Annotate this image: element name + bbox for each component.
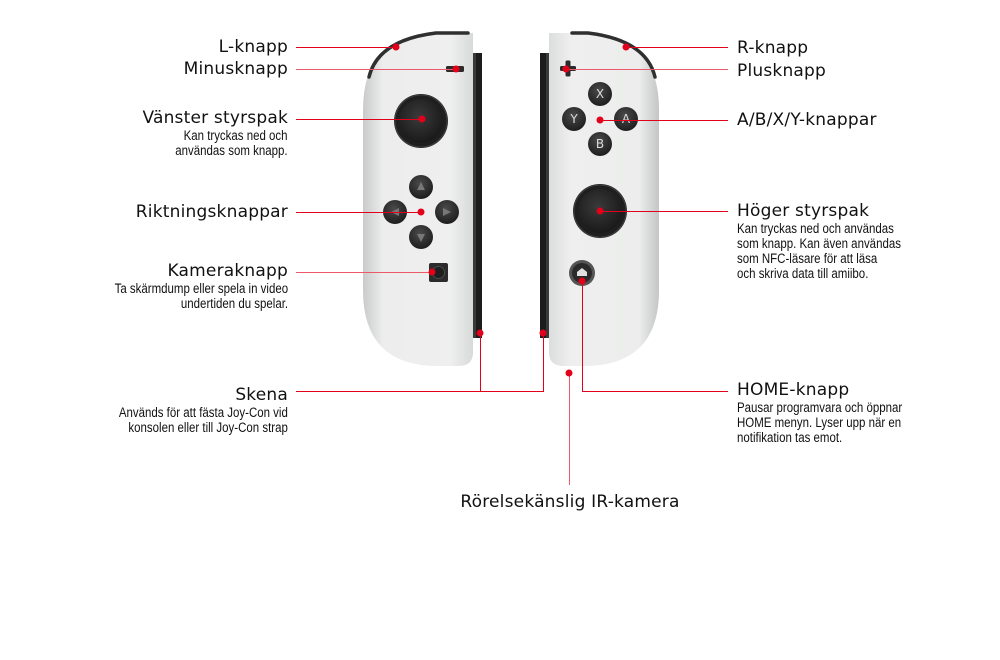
label-desc: konsolen eller till Joy-Con strap bbox=[128, 420, 288, 435]
label-title: L-knapp bbox=[218, 37, 288, 57]
marker-dot-rail-right bbox=[539, 329, 547, 337]
leader-line-capture bbox=[296, 272, 432, 273]
label-plus-button: Plusknapp bbox=[737, 61, 826, 81]
leader-line-minus bbox=[296, 69, 456, 70]
face-button-b: B bbox=[595, 137, 605, 151]
face-button-x: X bbox=[595, 87, 605, 101]
marker-dot-right-stick bbox=[596, 207, 604, 215]
marker-dot-left-stick bbox=[418, 115, 426, 123]
marker-dot-minus bbox=[452, 65, 460, 73]
leader-line-left-stick bbox=[296, 119, 422, 120]
label-desc: som NFC-läsare för att läsa bbox=[737, 251, 878, 266]
marker-dot-r-button bbox=[622, 43, 630, 51]
label-title: HOME-knapp bbox=[737, 380, 850, 400]
label-desc: Används för att fästa Joy-Con vid bbox=[118, 405, 288, 420]
dpad-shape bbox=[383, 175, 459, 249]
leader-line-ir-camera bbox=[569, 373, 570, 485]
marker-dot-capture bbox=[428, 268, 436, 276]
label-title: A/B/X/Y-knappar bbox=[737, 110, 877, 130]
right-joycon bbox=[540, 31, 659, 366]
label-left-stick: Vänster styrspak Kan tryckas ned och anv… bbox=[142, 108, 288, 158]
marker-dot-home bbox=[578, 277, 586, 285]
label-title: R-knapp bbox=[737, 38, 809, 58]
leader-line-abxy bbox=[600, 120, 728, 121]
r-button-shape bbox=[570, 31, 657, 79]
leader-line-l-button bbox=[296, 47, 396, 48]
label-title: Minusknapp bbox=[183, 59, 288, 79]
leader-line-r-button bbox=[626, 47, 728, 48]
label-title: Höger styrspak bbox=[737, 201, 870, 221]
label-title: Plusknapp bbox=[737, 61, 827, 81]
label-minus-button: Minusknapp bbox=[184, 59, 288, 79]
label-title: Vänster styrspak bbox=[142, 108, 288, 128]
label-ir-camera: Rörelsekänslig IR-kamera bbox=[420, 492, 720, 512]
label-desc: som knapp. Kan även användas bbox=[737, 236, 901, 251]
marker-dot-ir-camera bbox=[565, 369, 573, 377]
label-rail: Skena Används för att fästa Joy-Con vid … bbox=[89, 385, 288, 435]
leader-line-home-vertical bbox=[582, 281, 583, 392]
marker-dot-l-button bbox=[392, 43, 400, 51]
label-abxy-buttons: A/B/X/Y-knappar bbox=[737, 110, 877, 130]
marker-dot-rail-left bbox=[476, 329, 484, 337]
left-rail-shape bbox=[473, 53, 482, 338]
label-title: Riktningsknappar bbox=[135, 202, 288, 222]
label-dpad: Riktningsknappar bbox=[136, 202, 288, 222]
label-r-button: R-knapp bbox=[737, 38, 808, 58]
leader-line-rail-right-vertical bbox=[543, 333, 544, 391]
leader-line-rail bbox=[296, 391, 544, 392]
label-desc: Ta skärmdump eller spela in video bbox=[114, 281, 288, 296]
label-desc: användas som knapp. bbox=[175, 143, 288, 158]
label-desc: notifikation tas emot. bbox=[737, 430, 843, 445]
marker-dot-abxy bbox=[596, 116, 604, 124]
leader-line-right-stick bbox=[600, 211, 728, 212]
label-desc: undertiden du spelar. bbox=[180, 296, 288, 311]
marker-dot-dpad bbox=[417, 208, 425, 216]
label-desc: och skriva data till amiibo. bbox=[737, 266, 869, 281]
label-home-button: HOME-knapp Pausar programvara och öppnar… bbox=[737, 380, 931, 445]
label-desc: Kan tryckas ned och användas bbox=[737, 221, 894, 236]
label-capture-button: Kameraknapp Ta skärmdump eller spela in … bbox=[84, 261, 288, 311]
face-button-y: Y bbox=[570, 112, 578, 126]
label-title: Kameraknapp bbox=[167, 261, 288, 281]
face-button-a: A bbox=[621, 112, 631, 126]
leader-line-dpad bbox=[296, 212, 421, 213]
label-desc: Pausar programvara och öppnar bbox=[737, 400, 903, 415]
label-right-stick: Höger styrspak Kan tryckas ned och använ… bbox=[737, 201, 930, 281]
label-desc: Kan tryckas ned och bbox=[184, 128, 288, 143]
label-title: Skena bbox=[235, 385, 288, 405]
label-desc: HOME menyn. Lyser upp när en bbox=[737, 415, 902, 430]
left-joycon bbox=[363, 31, 482, 366]
leader-line-home bbox=[582, 391, 728, 392]
leader-line-rail-left-vertical bbox=[480, 333, 481, 391]
right-rail-shape bbox=[540, 53, 549, 338]
leader-line-plus bbox=[566, 69, 728, 70]
abxy-shape bbox=[562, 82, 638, 156]
label-l-button: L-knapp bbox=[219, 37, 288, 57]
marker-dot-plus bbox=[562, 65, 570, 73]
label-title: Rörelsekänslig IR-kamera bbox=[460, 492, 680, 512]
